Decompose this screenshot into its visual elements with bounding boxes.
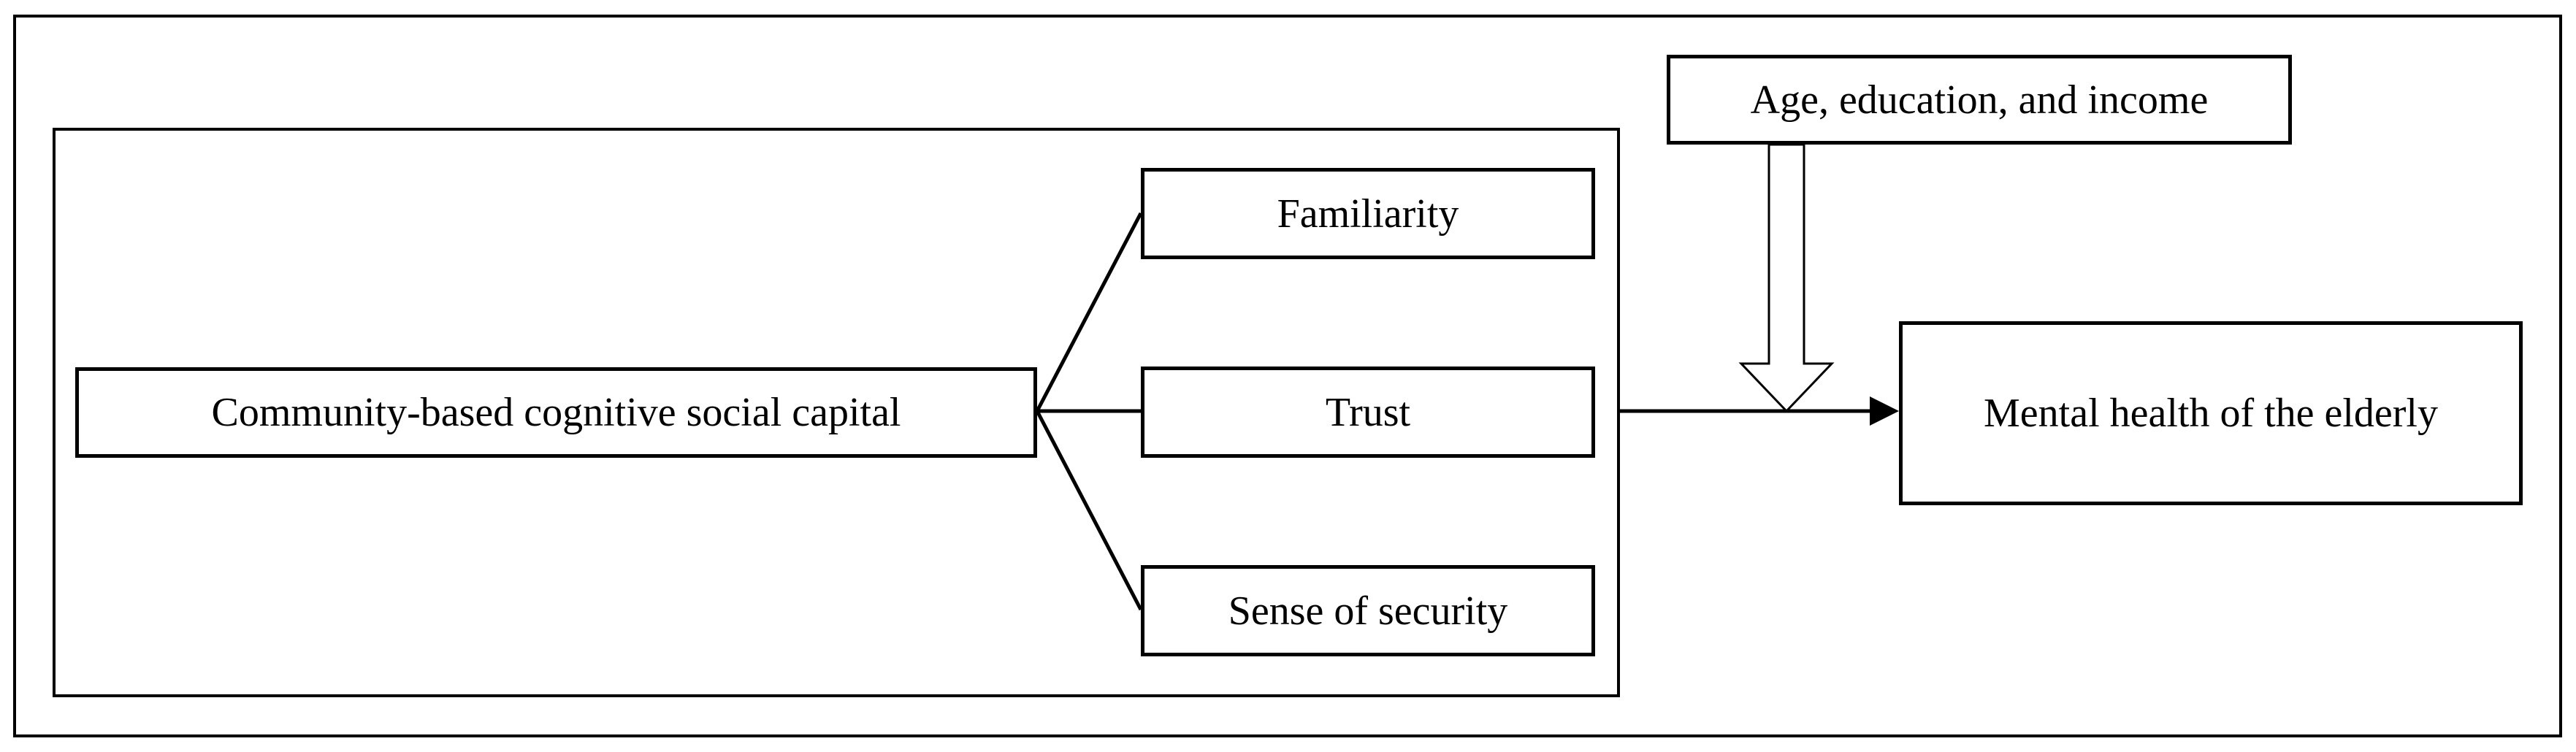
controls-box: Age, education, and income	[1667, 55, 2292, 145]
construct-group-frame	[53, 128, 1620, 697]
outcome-box: Mental health of the elderly	[1899, 321, 2523, 505]
main-construct-label: Community-based cognitive social capital	[211, 390, 901, 435]
outer-frame	[13, 15, 2562, 737]
edge-to-security	[1035, 410, 1143, 611]
edge-to-familiarity	[1035, 212, 1143, 413]
hollow-arrow-controls	[1738, 143, 1835, 413]
familiarity-box: Familiarity	[1141, 168, 1595, 259]
arrowhead-outcome	[1870, 396, 1899, 426]
trust-box: Trust	[1141, 367, 1595, 458]
main-construct-box: Community-based cognitive social capital	[75, 367, 1037, 458]
controls-label: Age, education, and income	[1750, 77, 2209, 123]
trust-label: Trust	[1325, 389, 1411, 435]
outcome-label: Mental health of the elderly	[1984, 391, 2438, 436]
security-box: Sense of security	[1141, 565, 1595, 656]
security-label: Sense of security	[1228, 588, 1508, 634]
familiarity-label: Familiarity	[1277, 191, 1459, 237]
